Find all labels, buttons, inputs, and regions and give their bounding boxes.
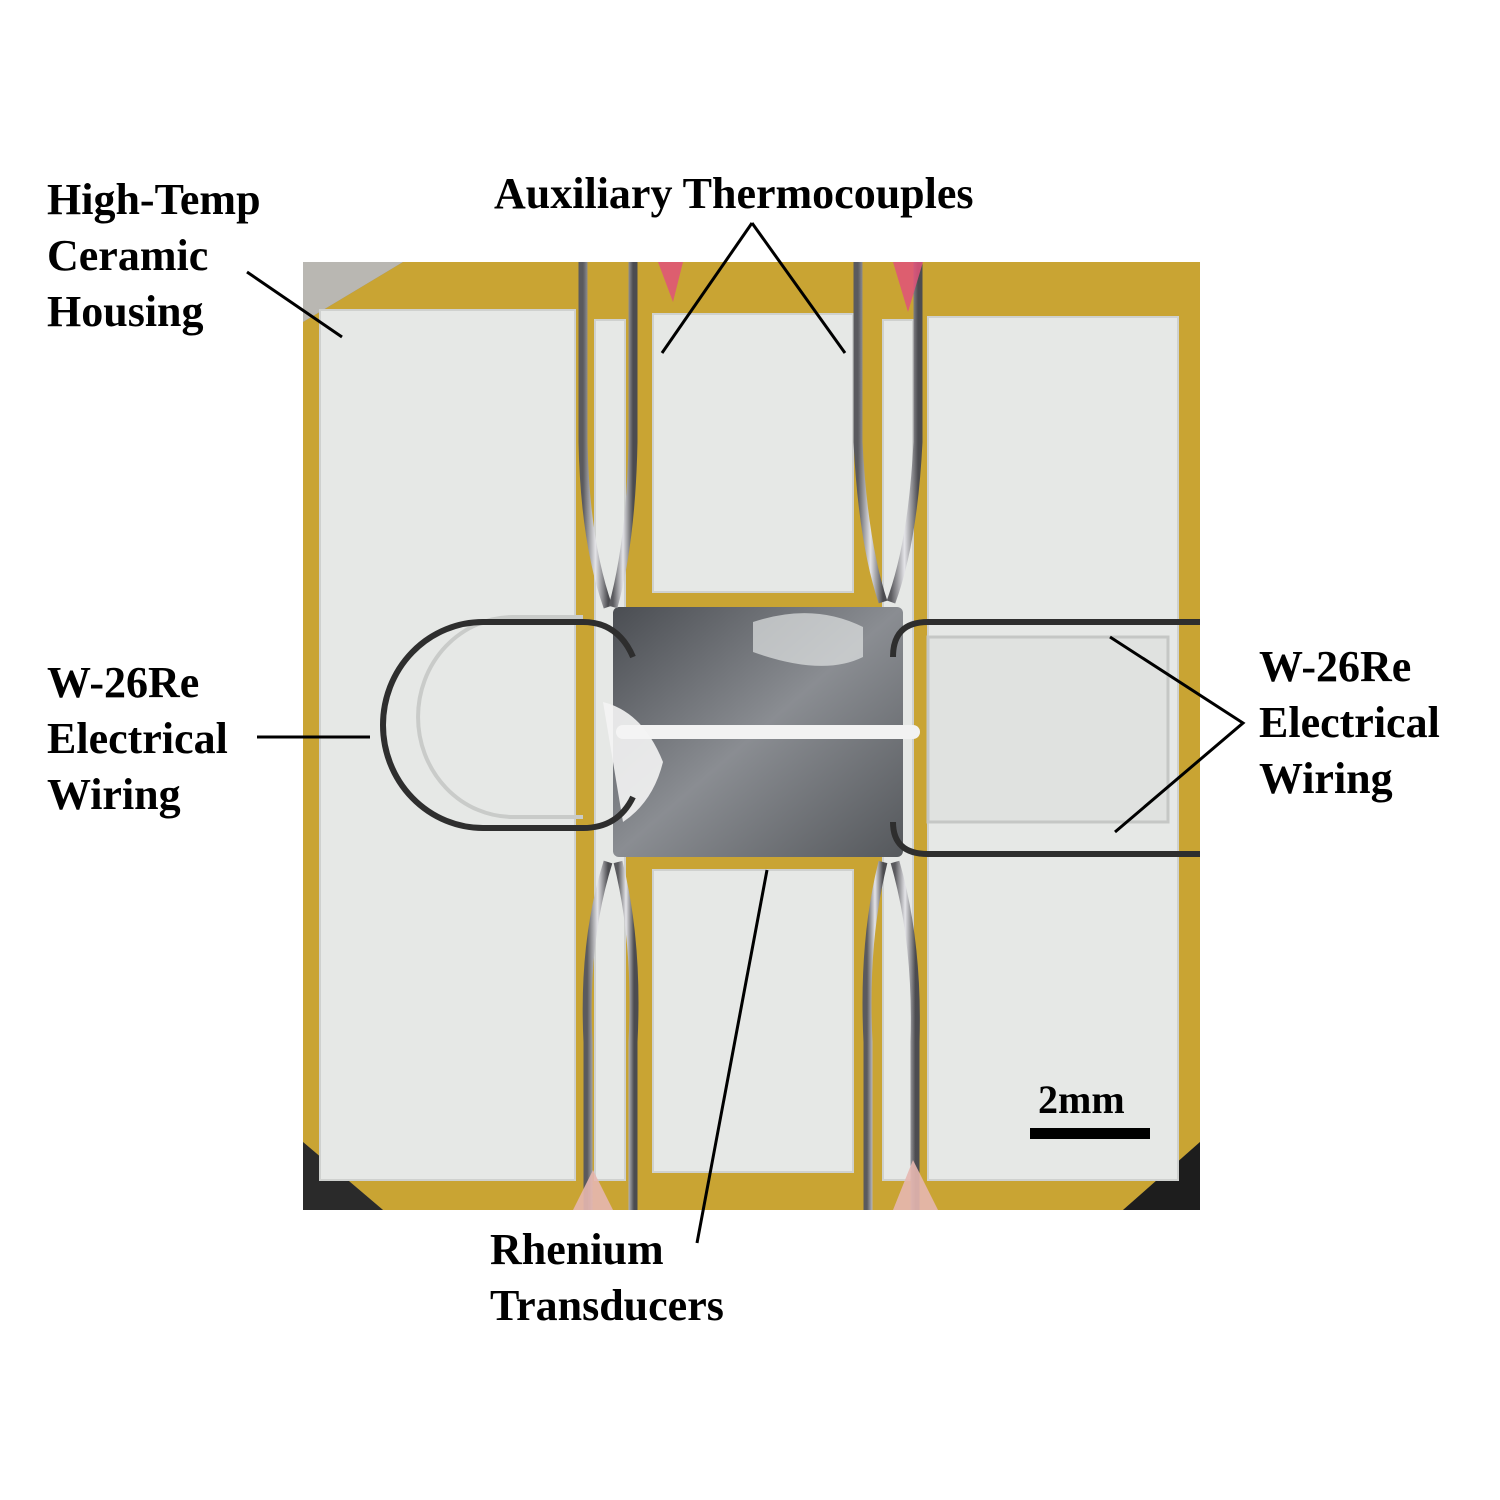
label-wiring-right: W-26Re Electrical Wiring (1259, 642, 1440, 803)
label-auxiliary-thermocouples: Auxiliary Thermocouples (494, 169, 974, 218)
sensor-photo-illustration (303, 262, 1200, 1210)
scale-bar (1030, 1128, 1150, 1139)
thermocouple-wires-bottom (582, 860, 920, 1210)
label-wiring-left: W-26Re Electrical Wiring (47, 658, 228, 819)
thermocouple-wires-top (578, 262, 923, 609)
label-ceramic-housing: High-Temp Ceramic Housing (47, 175, 261, 336)
scale-bar-label: 2mm (1038, 1077, 1125, 1122)
label-rhenium-transducers: Rhenium Transducers (490, 1225, 724, 1330)
sensor-photograph (303, 262, 1200, 1210)
w26re-wires (380, 619, 1200, 857)
